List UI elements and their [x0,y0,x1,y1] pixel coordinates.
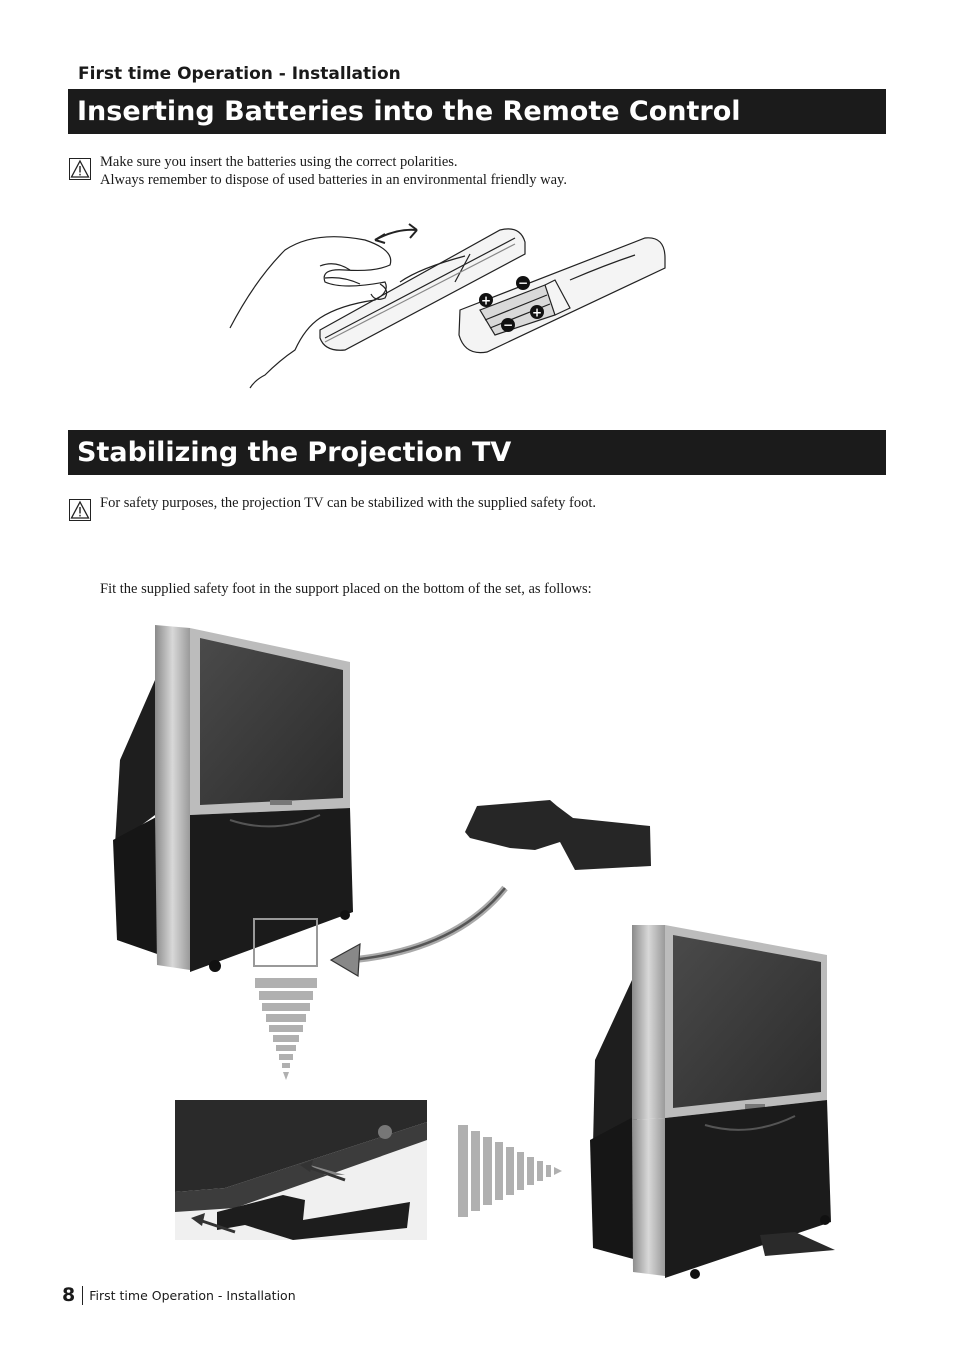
svg-text:−: − [503,318,513,332]
section-label: First time Operation - Installation [78,64,401,84]
remote-battery-illustration: + − − + [229,223,666,389]
batteries-note: Make sure you insert the batteries using… [100,153,567,189]
footer-text: First time Operation - Installation [89,1287,296,1303]
svg-text:+: + [532,306,542,320]
svg-text:−: − [518,276,528,290]
projection-tv-large [113,625,353,972]
footer-divider [82,1285,84,1305]
warning-triangle-icon [69,158,91,180]
zoom-indicator-right [458,1125,562,1217]
stabilizing-note: For safety purposes, the projection TV c… [100,495,596,511]
stabilizing-title: Stabilizing the Projection TV [68,430,886,475]
stabilizing-instruction: Fit the supplied safety foot in the supp… [100,581,592,597]
projection-tv-small [590,925,835,1279]
safety-foot-illustration [113,625,835,1279]
zoom-indicator-down [255,978,317,1080]
curved-arrow [329,885,508,978]
page-number: 8 [62,1284,76,1306]
safety-foot-part [465,800,651,870]
warning-triangle-icon [69,499,91,521]
batteries-note-line1: Make sure you insert the batteries using… [100,154,458,170]
batteries-title: Inserting Batteries into the Remote Cont… [68,89,886,134]
page-footer: 8 First time Operation - Installation [62,1284,296,1306]
closeup-photo [175,1100,427,1240]
svg-text:+: + [481,294,491,308]
batteries-note-line2: Always remember to dispose of used batte… [100,172,567,188]
